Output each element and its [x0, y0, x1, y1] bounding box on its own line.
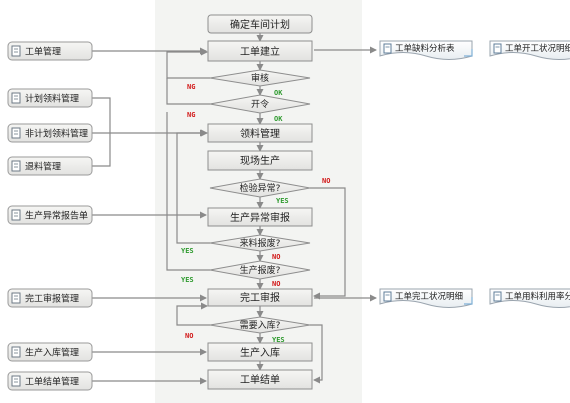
left-module-label: 生产入库管理 [25, 347, 79, 359]
decision-label: 需要入库? [240, 319, 281, 331]
document-icon [11, 292, 21, 304]
branch-label-ok: OK [274, 115, 283, 123]
start-node: 确定车间计划 [207, 14, 313, 34]
left-module-button[interactable]: 计划领料管理 [7, 88, 93, 108]
left-module-button[interactable]: 完工审报管理 [7, 288, 93, 308]
branch-label-yes: YES [181, 276, 194, 284]
left-module-button[interactable]: 工单管理 [7, 41, 93, 61]
left-module-label: 计划领料管理 [25, 93, 79, 105]
step-completion-report: 完工审报 [207, 288, 313, 307]
report-document[interactable]: 工单完工状况明细 [379, 288, 473, 308]
document-icon [11, 127, 21, 139]
report-document-label: 工单开工状况明细 [505, 43, 570, 54]
left-module-button[interactable]: 生产入库管理 [7, 342, 93, 362]
decision-label: 审核 [251, 72, 269, 84]
left-module-label: 工单管理 [25, 46, 61, 58]
step-warehouse-in: 生产入库 [207, 342, 313, 362]
decision-label: 生产报废? [240, 264, 281, 276]
decision-label: 来料报废? [240, 237, 281, 249]
branch-label-no: NO [272, 253, 280, 261]
report-document[interactable]: 工单开工状况明细 [489, 40, 570, 60]
decision-inspection-exception: 检验异常? [209, 178, 311, 198]
connector-lines [92, 33, 377, 385]
report-icon [493, 291, 502, 302]
left-module-button[interactable]: 生产异常报告单 [7, 205, 93, 225]
report-document-label: 工单完工状况明细 [395, 291, 463, 302]
left-module-label: 工单结单管理 [25, 376, 79, 388]
branch-label-no: NO [322, 177, 330, 185]
decision-release: 开令 [209, 94, 311, 114]
left-panel-bg [0, 0, 155, 403]
report-icon [383, 43, 392, 54]
step-close-work-order: 工单结单 [207, 369, 313, 390]
left-module-label: 生产异常报告单 [25, 210, 88, 222]
step-label: 工单建立 [240, 45, 280, 58]
report-document-label: 工单缺料分析表 [395, 43, 455, 54]
decision-material-scrap: 来料报废? [209, 234, 311, 252]
right-panel-bg [362, 0, 570, 403]
start-node-label: 确定车间计划 [230, 18, 290, 31]
left-module-button[interactable]: 工单结单管理 [7, 371, 93, 391]
step-label: 工单结单 [240, 373, 280, 386]
step-label: 生产异常审报 [230, 211, 290, 224]
document-icon [11, 346, 21, 358]
report-document[interactable]: 工单用料利用率分 [489, 288, 570, 308]
report-document[interactable]: 工单缺料分析表 [379, 40, 473, 60]
left-module-button[interactable]: 退料管理 [7, 156, 93, 176]
document-icon [11, 160, 21, 172]
left-module-label: 退料管理 [25, 161, 61, 173]
branch-label-ok: OK [274, 89, 283, 97]
report-icon [493, 43, 502, 54]
step-label: 生产入库 [240, 346, 280, 359]
step-production: 现场生产 [207, 150, 313, 171]
document-icon [11, 375, 21, 387]
step-label: 现场生产 [240, 154, 280, 167]
document-icon [11, 209, 21, 221]
branch-label-yes: YES [272, 336, 285, 344]
document-icon [11, 45, 21, 57]
report-icon [383, 291, 392, 302]
left-module-label: 完工审报管理 [25, 293, 79, 305]
branch-label-no: NO [272, 280, 280, 288]
step-material-issue: 领料管理 [207, 123, 313, 143]
step-exception-report: 生产异常审报 [207, 207, 313, 227]
step-label: 完工审报 [240, 291, 280, 304]
decision-review: 审核 [209, 69, 311, 87]
decision-need-warehouse: 需要入库? [209, 316, 311, 334]
left-module-label: 非计划领料管理 [25, 128, 88, 140]
branch-label-yes: YES [276, 197, 289, 205]
step-create-work-order: 工单建立 [207, 40, 313, 62]
decision-production-scrap: 生产报废? [209, 260, 311, 280]
branch-label-no: NO [185, 332, 193, 340]
report-document-label: 工单用料利用率分 [505, 291, 570, 302]
decision-label: 检验异常? [240, 182, 281, 194]
document-icon [11, 92, 21, 104]
decision-label: 开令 [251, 98, 269, 110]
step-label: 领料管理 [240, 127, 280, 140]
branch-label-ng: NG [187, 111, 195, 119]
branch-label-yes: YES [181, 247, 194, 255]
left-module-list: 工单管理计划领料管理非计划领料管理退料管理生产异常报告单完工审报管理生产入库管理… [7, 41, 93, 391]
branch-label-ng: NG [187, 83, 195, 91]
left-module-button[interactable]: 非计划领料管理 [7, 123, 93, 143]
